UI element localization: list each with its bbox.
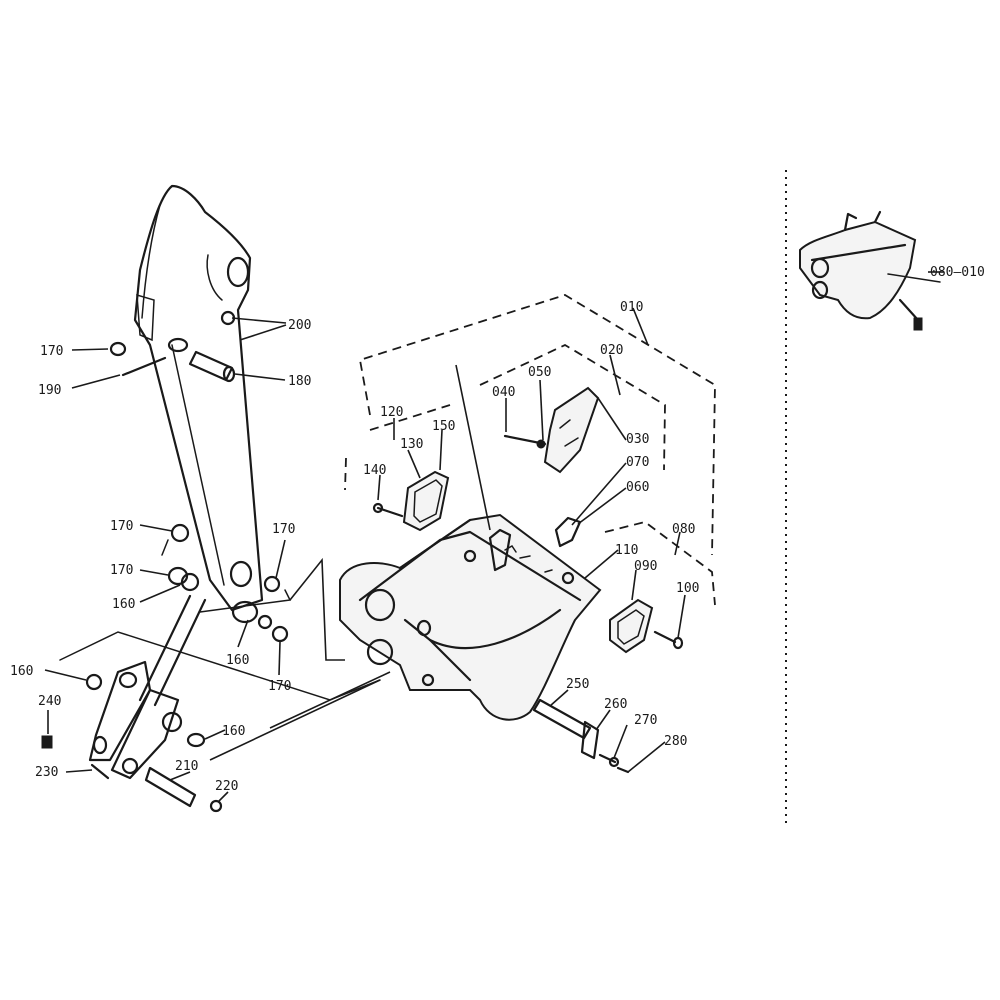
inset-bucket xyxy=(799,210,941,331)
bucket xyxy=(339,513,602,721)
callout-050: 050 xyxy=(528,365,551,380)
callout-160-pin: 160 xyxy=(222,724,245,739)
callout-170-right: 170 xyxy=(272,522,295,537)
callout-030: 030 xyxy=(626,432,649,447)
callout-090: 090 xyxy=(634,559,657,574)
callout-100: 100 xyxy=(676,581,699,596)
callout-040: 040 xyxy=(492,385,515,400)
lower-linkage xyxy=(41,631,381,813)
arm-bushings xyxy=(161,523,292,643)
assembly-lines xyxy=(209,557,391,761)
callout-140: 140 xyxy=(363,463,386,478)
callout-120: 120 xyxy=(380,405,403,420)
callout-020: 020 xyxy=(600,343,623,358)
washer-170-top xyxy=(109,341,127,357)
callout-170-left: 170 xyxy=(110,519,133,534)
callout-inset: 080–010 xyxy=(930,265,985,280)
callout-080: 080 xyxy=(672,522,695,537)
pad-130 xyxy=(372,470,450,532)
callout-160-arm: 160 xyxy=(112,597,135,612)
callout-170-top: 170 xyxy=(40,344,63,359)
pad-090 xyxy=(609,598,684,654)
tooth-030 xyxy=(503,386,600,474)
callout-230: 230 xyxy=(35,765,58,780)
callout-250: 250 xyxy=(566,677,589,692)
callout-210: 210 xyxy=(175,759,198,774)
callout-190: 190 xyxy=(38,383,61,398)
callout-170-bottom: 170 xyxy=(268,679,291,694)
callout-170-mid: 170 xyxy=(110,563,133,578)
leader-lines xyxy=(44,271,944,803)
callout-010: 010 xyxy=(620,300,643,315)
callout-070: 070 xyxy=(626,455,649,470)
callout-280: 280 xyxy=(664,734,687,749)
callout-270: 270 xyxy=(634,713,657,728)
callout-160-link: 160 xyxy=(10,664,33,679)
callout-110: 110 xyxy=(615,543,638,558)
callout-060: 060 xyxy=(626,480,649,495)
bolt-190 xyxy=(121,356,167,377)
callout-180: 180 xyxy=(288,374,311,389)
callout-240: 240 xyxy=(38,694,61,709)
callout-160-arm-lower: 160 xyxy=(226,653,249,668)
callout-200: 200 xyxy=(288,318,311,333)
pin-180 xyxy=(188,350,236,383)
callout-260: 260 xyxy=(604,697,627,712)
callout-150: 150 xyxy=(432,419,455,434)
callout-130: 130 xyxy=(400,437,423,452)
arm xyxy=(133,184,264,612)
callout-labels: 010 020 030 040 050 060 070 080 090 100 … xyxy=(10,265,985,794)
callout-220: 220 xyxy=(215,779,238,794)
shim-060 xyxy=(554,516,582,548)
